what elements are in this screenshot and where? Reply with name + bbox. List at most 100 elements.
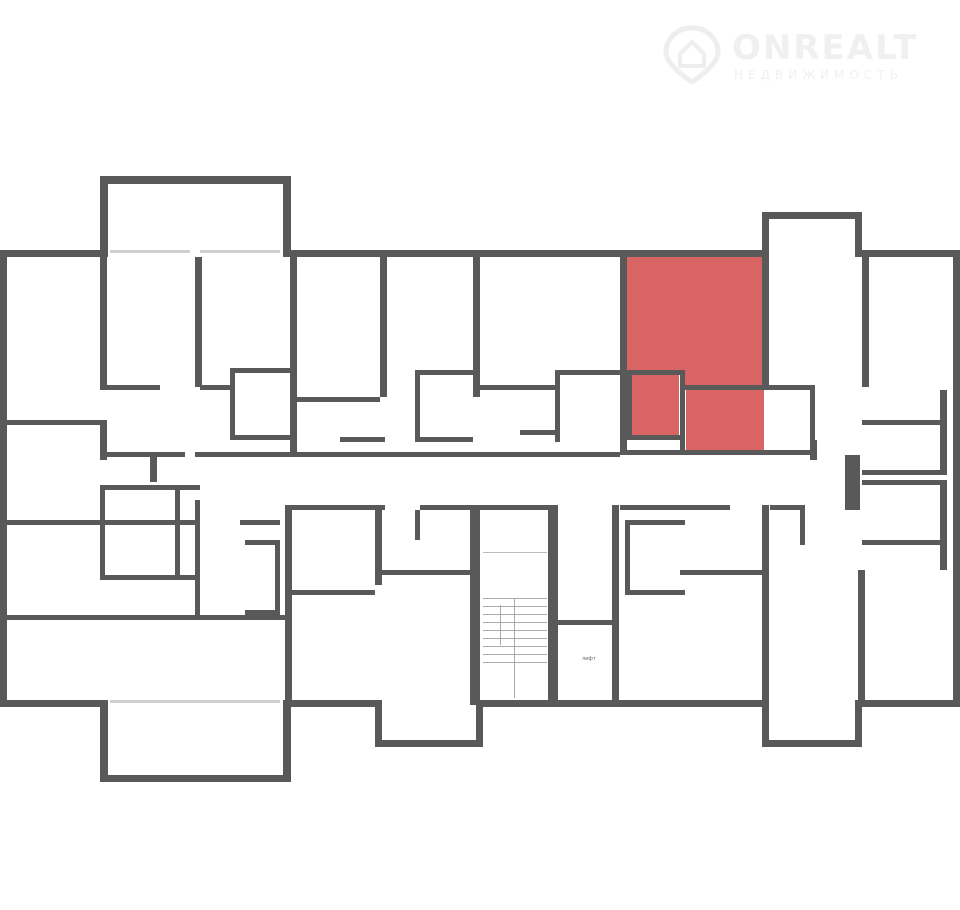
wall (762, 700, 769, 747)
wall (762, 257, 769, 387)
wall (230, 368, 235, 440)
wall (762, 505, 769, 700)
wall (555, 620, 615, 625)
wall (245, 610, 280, 615)
wall (200, 385, 230, 390)
wall (862, 257, 869, 387)
wall (862, 420, 947, 425)
wall (612, 505, 619, 705)
wall (100, 700, 108, 782)
wall (855, 700, 862, 747)
wall (762, 740, 862, 747)
wall (380, 257, 387, 397)
wall (195, 500, 200, 620)
stair-landing-line (483, 552, 547, 553)
wall (625, 520, 630, 595)
window (200, 250, 280, 253)
wall (240, 520, 280, 525)
stair-divider (514, 598, 515, 698)
wall (764, 385, 814, 390)
wall (100, 485, 200, 490)
wall (100, 257, 107, 387)
wall (620, 505, 730, 510)
wall (470, 505, 480, 705)
wall (245, 540, 280, 545)
wall (680, 385, 765, 390)
wall (555, 370, 560, 442)
wall (680, 370, 685, 450)
wall (620, 450, 765, 455)
wall (0, 250, 105, 257)
wall (625, 520, 685, 525)
wall (760, 450, 810, 455)
wall (195, 257, 202, 387)
wall (275, 540, 280, 615)
wall (612, 620, 619, 705)
wall (862, 480, 947, 485)
wall (100, 700, 105, 705)
wall (290, 590, 375, 595)
wall (627, 370, 682, 375)
wall (624, 700, 769, 707)
window (110, 700, 280, 703)
window (110, 250, 190, 253)
wall (415, 370, 475, 375)
wall (940, 480, 947, 570)
wall (620, 250, 765, 257)
wall (858, 570, 865, 700)
wall (195, 452, 295, 457)
wall (375, 740, 483, 747)
wall (283, 250, 623, 257)
wall (100, 520, 200, 525)
wall (230, 368, 290, 373)
wall (415, 437, 473, 442)
wall (480, 385, 560, 390)
stair-direction-arrow (500, 605, 501, 645)
wall (548, 505, 558, 705)
wall (290, 257, 297, 457)
wall (520, 430, 560, 435)
highlighted-apartment[interactable] (624, 256, 766, 450)
wall (100, 575, 200, 580)
wall (480, 505, 550, 510)
wall (285, 505, 385, 510)
wall (855, 700, 960, 707)
wall (0, 250, 7, 705)
wall (105, 452, 185, 457)
wall (175, 485, 180, 580)
wall (862, 470, 947, 475)
wall (100, 176, 290, 184)
wall (627, 435, 682, 440)
staircase (483, 552, 547, 698)
wall (762, 212, 769, 257)
house-pin-icon (663, 25, 721, 84)
watermark-brand: ONREALT (732, 28, 919, 68)
wall (100, 176, 108, 257)
wall (0, 500, 7, 505)
wall (290, 452, 620, 457)
wall (0, 420, 105, 425)
wall (100, 775, 291, 782)
wall (415, 370, 420, 440)
wall (283, 176, 291, 257)
wall (855, 212, 862, 257)
wall (100, 385, 160, 390)
wall (420, 505, 475, 510)
wall (625, 590, 685, 595)
wall (0, 520, 105, 525)
walls (0, 176, 960, 782)
wall (285, 505, 292, 700)
wall (800, 505, 805, 545)
wall (375, 570, 475, 575)
wall (770, 505, 805, 510)
wall (0, 615, 195, 620)
wall (100, 420, 107, 460)
wall (810, 440, 817, 460)
wall (940, 390, 947, 470)
wall (340, 437, 385, 442)
wall (953, 250, 960, 705)
wall (283, 700, 291, 782)
wall (375, 505, 382, 585)
watermark-subtitle: НЕДВИЖИМОСТЬ (734, 68, 903, 82)
